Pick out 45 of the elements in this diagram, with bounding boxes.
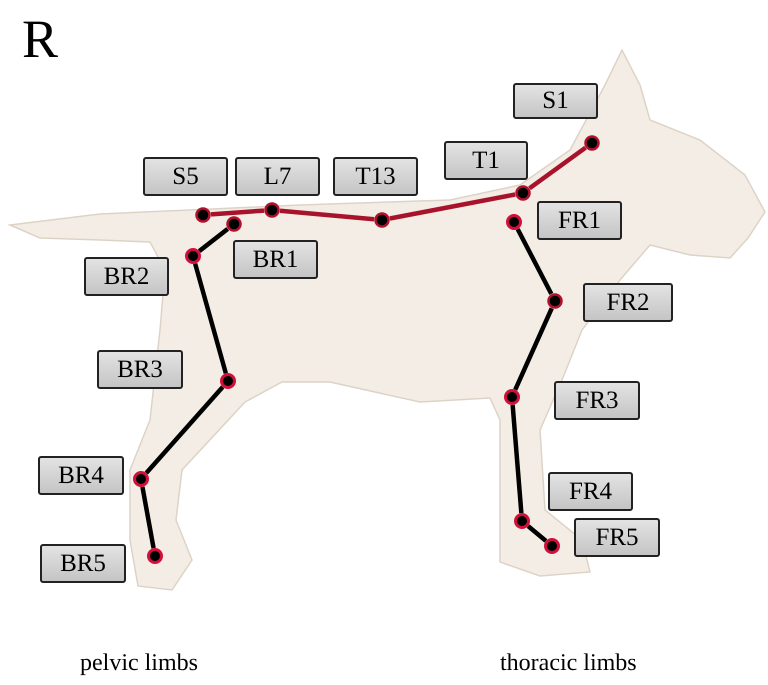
marker-dot bbox=[547, 293, 563, 309]
marker-dot bbox=[374, 212, 390, 228]
marker-dot bbox=[506, 214, 522, 230]
marker-dot bbox=[514, 513, 530, 529]
connector-line bbox=[140, 486, 156, 549]
marker-label: T13 bbox=[333, 157, 418, 196]
marker-dot bbox=[515, 185, 531, 201]
marker-label: FR2 bbox=[583, 283, 673, 322]
marker-dot bbox=[264, 202, 280, 218]
connector-line bbox=[516, 228, 554, 295]
caption-text: thoracic limbs bbox=[500, 650, 637, 677]
marker-label: BR3 bbox=[97, 350, 183, 389]
marker-label: S1 bbox=[513, 83, 598, 119]
marker-label: S5 bbox=[143, 157, 228, 196]
marker-dot bbox=[147, 548, 163, 564]
marker-dot bbox=[226, 216, 242, 232]
marker-label: BR4 bbox=[38, 456, 124, 495]
connector-line bbox=[528, 146, 587, 190]
connector-line bbox=[210, 208, 264, 217]
connector-line bbox=[389, 192, 516, 221]
connector-line bbox=[198, 227, 230, 253]
marker-dot bbox=[133, 471, 149, 487]
marker-label: BR1 bbox=[233, 240, 318, 279]
marker-label: FR5 bbox=[574, 518, 660, 557]
panel-letter: R bbox=[22, 8, 58, 70]
marker-dot bbox=[544, 538, 560, 554]
connector-line bbox=[144, 385, 224, 475]
marker-dot bbox=[504, 389, 520, 405]
connector-line bbox=[513, 307, 554, 391]
marker-dot bbox=[185, 248, 201, 264]
marker-dot bbox=[195, 207, 211, 223]
marker-label: L7 bbox=[235, 157, 320, 196]
marker-dot bbox=[584, 135, 600, 151]
caption-text: pelvic limbs bbox=[80, 650, 198, 677]
connector-line bbox=[526, 524, 548, 543]
marker-label: BR5 bbox=[40, 544, 126, 583]
marker-label: FR1 bbox=[537, 201, 622, 240]
marker-label: BR2 bbox=[84, 257, 169, 296]
connector-line bbox=[280, 208, 374, 222]
marker-dot bbox=[220, 373, 236, 389]
connector-line bbox=[510, 404, 524, 514]
marker-label: T1 bbox=[444, 141, 528, 180]
marker-label: FR4 bbox=[548, 472, 633, 511]
connector-line bbox=[192, 263, 228, 374]
marker-label: FR3 bbox=[554, 381, 640, 420]
